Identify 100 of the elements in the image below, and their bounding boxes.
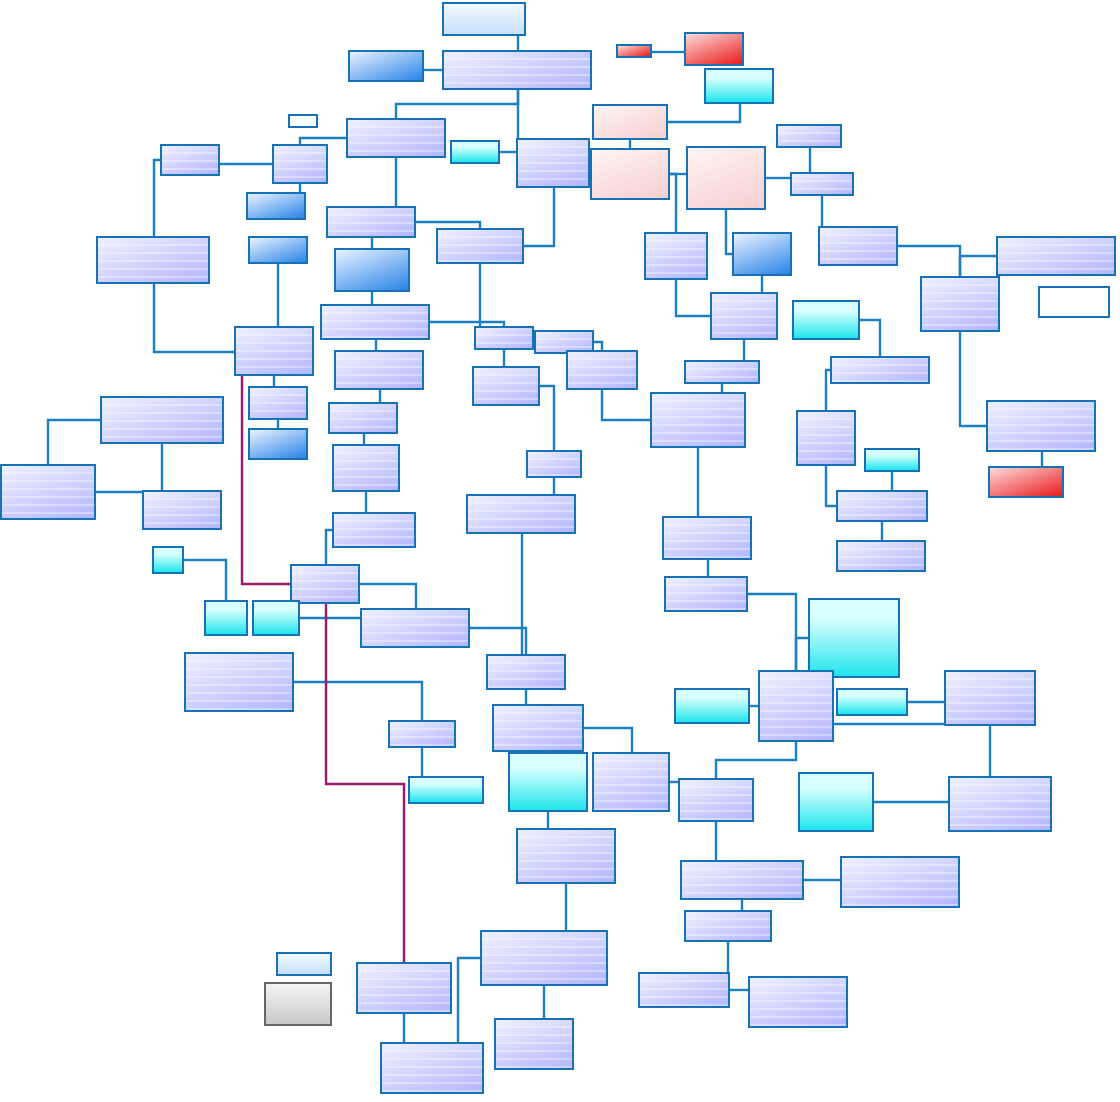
connector-line: [456, 956, 480, 1042]
entity-table: [436, 228, 524, 264]
entity-table: [184, 652, 294, 712]
connector-line: [696, 448, 700, 516]
entity-table: [638, 972, 730, 1008]
connector-line: [272, 376, 276, 386]
connector-line: [394, 158, 398, 206]
connector-line: [364, 492, 368, 512]
empty-box: [264, 982, 332, 1026]
connector-line: [362, 434, 366, 444]
connector-line: [220, 162, 272, 166]
note-box: [508, 752, 588, 812]
connector-line: [552, 478, 556, 494]
entity-table: [566, 350, 638, 390]
connector-line: [740, 900, 744, 910]
entity-table: [480, 930, 608, 986]
connector-line: [766, 176, 790, 180]
connector-line: [880, 522, 884, 540]
connector-line: [668, 104, 742, 124]
entity-table: [616, 44, 652, 58]
connector-line: [584, 726, 634, 752]
connector-line: [670, 172, 678, 232]
entity-table: [248, 386, 308, 420]
gradient-box: [348, 50, 424, 82]
connector-line: [908, 700, 944, 704]
empty-box: [288, 114, 318, 128]
connector-line: [360, 582, 418, 608]
connector-line: [808, 148, 812, 172]
gradient-box: [732, 232, 792, 276]
entity-table: [346, 118, 446, 158]
connector-line: [804, 878, 840, 882]
connector-line: [726, 942, 730, 972]
entity-table: [0, 464, 96, 520]
connector-line: [600, 390, 650, 422]
note-box: [808, 598, 900, 678]
connector-line: [502, 350, 506, 366]
entity-table: [840, 856, 960, 908]
connector-line: [988, 726, 992, 776]
connector-line: [420, 748, 424, 776]
note-box: [450, 140, 500, 164]
connector-line: [276, 264, 280, 326]
entity-table: [516, 138, 590, 188]
connector-line: [240, 376, 290, 586]
entity-table: [290, 564, 360, 604]
connector-line: [152, 284, 234, 354]
note-box: [864, 448, 920, 472]
connector-line: [670, 780, 678, 784]
entity-table: [818, 226, 898, 266]
entity-table: [592, 752, 670, 812]
connector-line: [520, 534, 524, 654]
gradient-box: [248, 236, 308, 264]
entity-table: [320, 304, 430, 340]
entity-table: [486, 654, 566, 690]
entity-table: [332, 444, 400, 492]
connector-line: [652, 50, 684, 54]
connector-line: [834, 722, 944, 726]
connector-line: [46, 418, 100, 464]
empty-box: [442, 2, 526, 36]
entity-table: [534, 330, 594, 354]
entity-table: [678, 778, 754, 822]
entity-table: [96, 236, 210, 284]
entity-table: [686, 146, 766, 210]
connector-line: [874, 800, 948, 804]
empty-box: [276, 952, 332, 976]
connector-line: [416, 220, 482, 228]
connector-line: [298, 136, 346, 144]
entity-table: [662, 516, 752, 560]
entity-table: [776, 124, 842, 148]
entity-table: [790, 172, 854, 196]
entity-table: [526, 450, 582, 478]
entity-table: [592, 104, 668, 140]
entity-table: [680, 860, 804, 900]
connector-line: [860, 318, 882, 356]
empty-box: [1038, 286, 1110, 318]
connector-line: [324, 604, 406, 962]
entity-table: [332, 512, 416, 548]
entity-table: [142, 490, 222, 530]
entity-table: [684, 360, 760, 384]
connector-line: [394, 90, 520, 118]
note-box: [704, 68, 774, 104]
connector-line: [294, 680, 424, 720]
connector-line: [594, 340, 604, 350]
entity-table: [356, 962, 452, 1014]
connector-line: [160, 444, 164, 490]
entity-table: [494, 1018, 574, 1070]
connector-line: [430, 320, 506, 326]
connector-line: [374, 340, 378, 350]
entity-table: [664, 576, 748, 612]
entity-table: [748, 976, 848, 1028]
entity-table: [326, 206, 416, 238]
connector-line: [958, 254, 996, 276]
connector-line: [714, 742, 798, 778]
entity-table: [334, 350, 424, 390]
gradient-box: [334, 248, 410, 292]
connector-line: [958, 332, 986, 428]
entity-table: [758, 670, 834, 742]
gradient-box: [248, 428, 308, 460]
connector-line: [378, 390, 382, 402]
entity-table: [836, 540, 926, 572]
connector-line: [152, 158, 160, 236]
